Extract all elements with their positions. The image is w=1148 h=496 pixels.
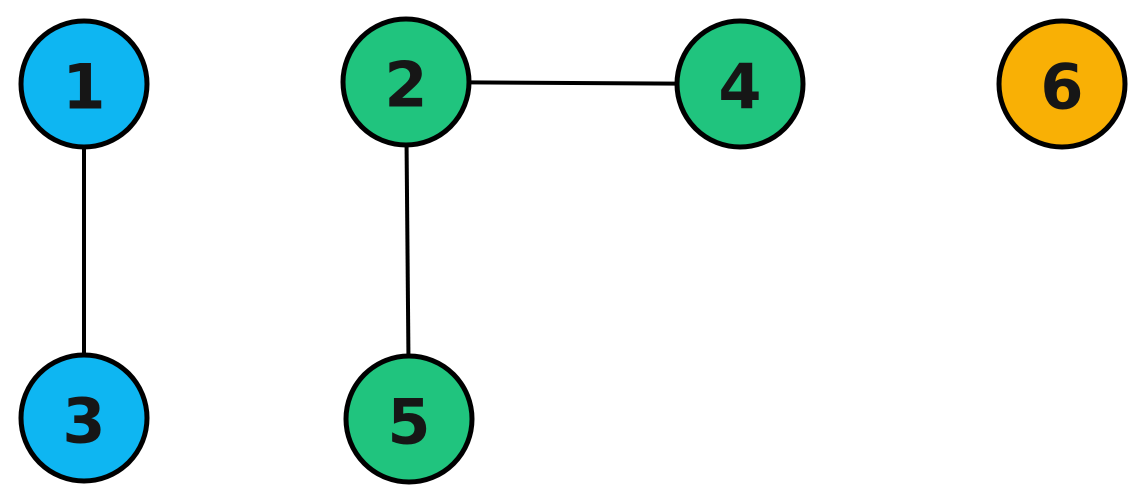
graph-node-1[interactable]: 1 — [18, 18, 150, 150]
node-circle-1[interactable] — [18, 18, 150, 150]
node-circle-2[interactable] — [340, 16, 472, 148]
graph-node-2[interactable]: 2 — [340, 16, 472, 148]
node-circle-6[interactable] — [996, 18, 1128, 150]
graph-node-4[interactable]: 4 — [674, 18, 806, 150]
node-circle-4[interactable] — [674, 18, 806, 150]
graph-node-6[interactable]: 6 — [996, 18, 1128, 150]
node-circle-3[interactable] — [18, 352, 150, 484]
graph-node-3[interactable]: 3 — [18, 352, 150, 484]
node-circle-5[interactable] — [343, 353, 475, 485]
graph-node-5[interactable]: 5 — [343, 353, 475, 485]
